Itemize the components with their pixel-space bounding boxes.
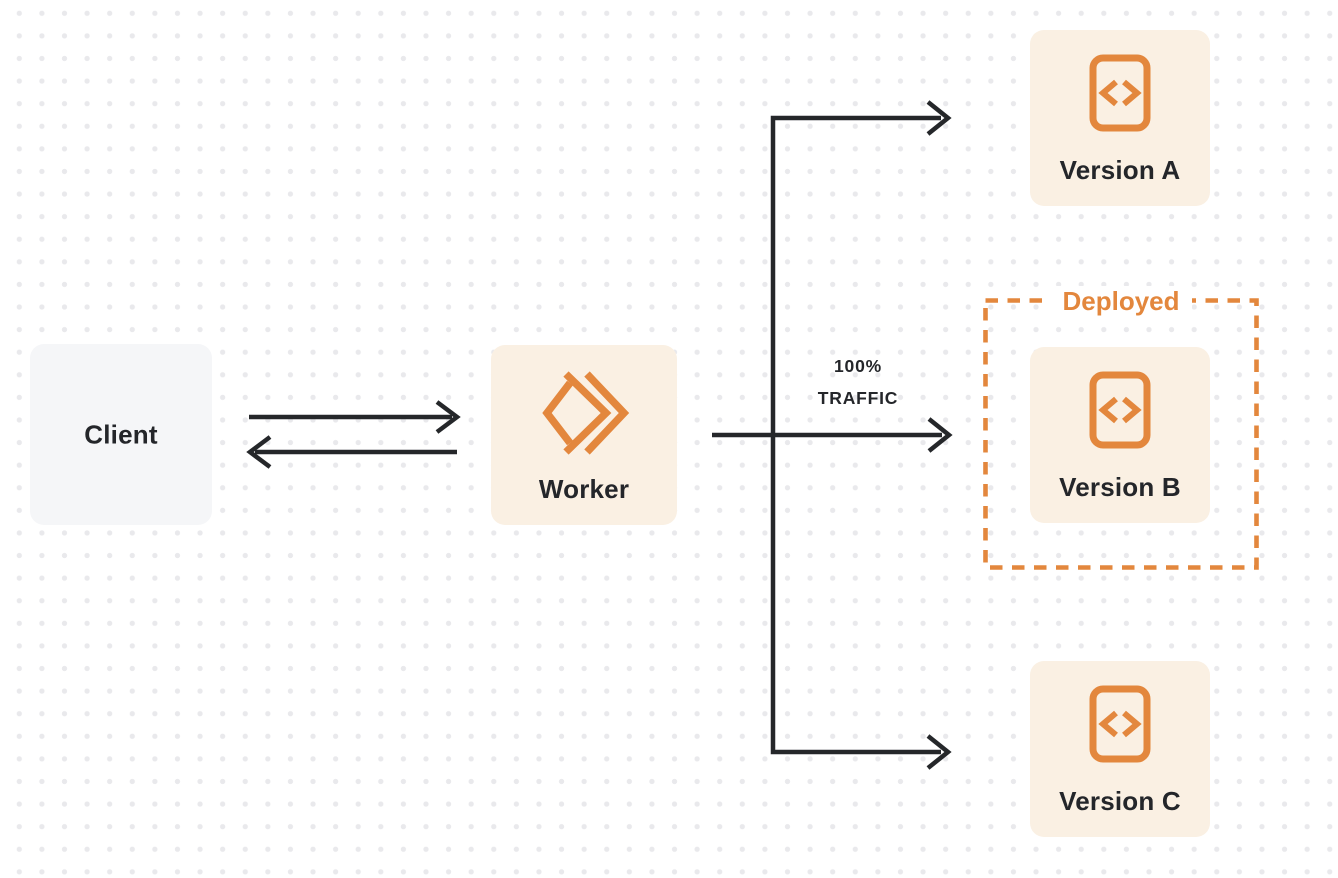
version-b-label: Version B: [1059, 472, 1181, 502]
code-file-icon: [1089, 54, 1151, 137]
version-a-label: Version A: [1059, 155, 1181, 185]
traffic-annotation: 100% TRAFFIC: [778, 350, 938, 414]
node-version-a: Version A: [1030, 30, 1210, 206]
edge-worker-branches: [770, 100, 952, 770]
edge-worker-to-version-b: [712, 417, 953, 453]
node-client: Client: [30, 344, 212, 525]
node-version-b: Version B: [1030, 347, 1210, 523]
deployed-badge: Deployed: [985, 286, 1257, 317]
client-label: Client: [84, 419, 158, 449]
code-file-icon: [1089, 685, 1151, 768]
traffic-annotation-line1: 100%: [834, 356, 882, 376]
traffic-annotation-line2: TRAFFIC: [817, 388, 899, 408]
edge-worker-to-client: [246, 435, 457, 469]
code-file-icon: [1089, 371, 1151, 454]
deployed-badge-text: Deployed: [1050, 286, 1192, 317]
cloudflare-workers-icon: [541, 367, 633, 464]
version-c-label: Version C: [1059, 786, 1181, 816]
edge-client-to-worker: [249, 400, 461, 434]
node-version-c: Version C: [1030, 661, 1210, 837]
worker-label: Worker: [538, 474, 630, 504]
node-worker: Worker: [491, 345, 677, 525]
